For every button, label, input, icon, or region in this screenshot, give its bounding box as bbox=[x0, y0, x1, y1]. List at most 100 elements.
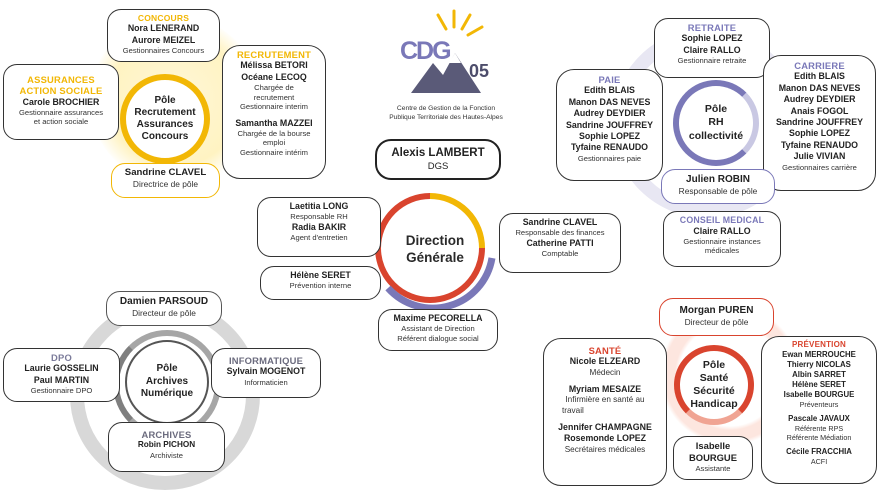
champagne-name: Jennifer CHAMPAGNE bbox=[558, 421, 652, 432]
elzeard-name: Nicole ELZEARD bbox=[569, 356, 641, 367]
carriere-name7: Tyfaine RENAUDO bbox=[780, 139, 859, 150]
pole3-hub-l3: Numérique bbox=[140, 388, 194, 400]
clavel-fin-role: Responsable des finances bbox=[515, 228, 605, 238]
fracchia-name: Cécile FRACCHIA bbox=[786, 447, 852, 457]
dpo-title: DPO bbox=[51, 352, 72, 363]
prev-name3: Albin SARRET bbox=[792, 369, 846, 379]
clavel-role: Directrice de pôle bbox=[132, 179, 199, 190]
carriere-role: Gestionnaires carrière bbox=[782, 162, 857, 172]
carriere-box: CARRIERE Edith BLAIS Manon DAS NEVES Aud… bbox=[763, 55, 876, 191]
concours-role: Gestionnaires Concours bbox=[122, 46, 205, 56]
rh-long-box: Laetitia LONG Responsable RH Radia BAKIR… bbox=[257, 197, 381, 257]
carriere-name8: Julie VIVIAN bbox=[793, 151, 846, 162]
assurances-title1: ASSURANCES bbox=[27, 74, 95, 85]
bourgue-role: Assistante bbox=[695, 464, 731, 474]
secretaires-role: Secrétaires médicales bbox=[564, 444, 646, 454]
prev-name4: Hélène SERET bbox=[792, 379, 846, 389]
logo-letters: CDG bbox=[400, 37, 452, 65]
assurances-box: ASSURANCES ACTION SOCIALE Carole BROCHIE… bbox=[3, 64, 119, 140]
conseil-medical-box: CONSEIL MEDICAL Claire RALLO Gestionnair… bbox=[663, 211, 781, 267]
prevention-title: PRÉVENTION bbox=[791, 340, 846, 349]
pole2-hub-l1: Pôle bbox=[704, 103, 728, 116]
concours-box: CONCOURS Nora LENERAND Aurore MEIZEL Ges… bbox=[107, 9, 220, 62]
paie-name5: Sophie LOPEZ bbox=[578, 130, 641, 141]
acfi-role: ACFI bbox=[810, 457, 828, 467]
seret-role: Prévention interne bbox=[289, 281, 352, 291]
archives-title: ARCHIVES bbox=[141, 429, 192, 440]
bourgue-name1: Isabelle bbox=[695, 440, 731, 451]
pole4-director-box: Morgan PUREN Directeur de pôle bbox=[659, 298, 774, 336]
recrutement-role3: Gestionnaire interim bbox=[240, 102, 308, 112]
bourgue-name2: BOURGUE bbox=[689, 452, 737, 464]
pole1-director-box: Sandrine CLAVEL Directrice de pôle bbox=[111, 163, 220, 198]
patti-role: Comptable bbox=[541, 249, 579, 259]
pole1-hub-l3: Assurances bbox=[136, 119, 194, 130]
pole2-hub-l3: collectivité bbox=[688, 129, 744, 142]
pole4-hub: Pôle Santé Sécurité Handicap bbox=[674, 345, 754, 425]
paie-name4: Sandrine JOUFFREY bbox=[565, 119, 653, 130]
mazzei-role1: Chargée de la bourse bbox=[237, 129, 311, 138]
concours-title: CONCOURS bbox=[137, 13, 190, 23]
informatique-title: INFORMATIQUE bbox=[228, 355, 304, 366]
carriere-name3: Audrey DEYDIER bbox=[783, 94, 856, 105]
pole1-hub-l4: Concours bbox=[141, 131, 189, 143]
prev-name5: Isabelle BOURGUE bbox=[783, 390, 855, 400]
martin-name: Paul MARTIN bbox=[33, 374, 90, 385]
robin-name: Julien ROBIN bbox=[686, 174, 750, 185]
pecorella-name: Maxime PECORELLA bbox=[393, 313, 483, 323]
carriere-name6: Sophie LOPEZ bbox=[788, 128, 851, 139]
pecorella-role2: Référent dialogue social bbox=[397, 333, 479, 343]
mazzei-name: Samantha MAZZEI bbox=[235, 117, 313, 128]
sante-title: SANTÉ bbox=[588, 345, 622, 356]
finances-box: Sandrine CLAVEL Responsable des finances… bbox=[499, 213, 621, 273]
prev-name2: Thierry NICOLAS bbox=[787, 359, 851, 369]
recrutement-role1: Chargée de bbox=[254, 83, 294, 93]
recrutement-box: RECRUTEMENT Mélissa BETORI Océane LECOQ … bbox=[222, 45, 326, 179]
seret-prevention-box: Hélène SERET Prévention interne bbox=[260, 266, 381, 300]
pole4-hub-l4: Handicap bbox=[690, 397, 738, 410]
parsoud-name: Damien PARSOUD bbox=[119, 296, 209, 307]
gosselin-name: Laurie GOSSELIN bbox=[24, 363, 99, 374]
robin-role: Responsable de pôle bbox=[678, 186, 758, 196]
retraite-role: Gestionnaire retraite bbox=[677, 56, 747, 66]
mogenot-name: Sylvain MOGENOT bbox=[226, 366, 306, 377]
bourgue-box: Isabelle BOURGUE Assistante bbox=[673, 436, 753, 480]
pole3-hub-l1: Pôle bbox=[156, 363, 178, 375]
carriere-name2: Manon DAS NEVES bbox=[778, 82, 861, 93]
recrutement-title: RECRUTEMENT bbox=[236, 49, 312, 60]
carriere-name5: Sandrine JOUFFREY bbox=[775, 116, 863, 127]
retraite-name2: Claire RALLO bbox=[683, 44, 741, 55]
rallo-role2: médicales bbox=[704, 246, 740, 256]
preventeurs-role: Préventeurs bbox=[799, 400, 839, 410]
seret-name: Hélène SERET bbox=[290, 270, 351, 280]
mazzei-role3: Gestionnaire intérim bbox=[240, 147, 308, 157]
mazzei-role2: emploi bbox=[262, 138, 286, 148]
pole1-hub: Pôle Recrutement Assurances Concours bbox=[120, 74, 210, 164]
puren-name: Morgan PUREN bbox=[679, 305, 754, 316]
javaux-name: Pascale JAVAUX bbox=[788, 414, 850, 424]
laetitia-name: Laetitia LONG bbox=[289, 201, 349, 211]
rosemonde-name: Rosemonde LOPEZ bbox=[563, 433, 647, 444]
informatique-box: INFORMATIQUE Sylvain MOGENOT Informatici… bbox=[211, 348, 321, 398]
mesaize-name: Myriam MESAIZE bbox=[568, 383, 642, 394]
paie-name3: Audrey DEYDIER bbox=[573, 108, 646, 119]
dgs-box: Alexis LAMBERT DGS bbox=[375, 139, 501, 180]
retraite-name1: Sophie LOPEZ bbox=[681, 33, 743, 44]
assurances-title2: ACTION SOCIALE bbox=[19, 85, 103, 97]
pole1-hub-l2: Recrutement bbox=[134, 106, 196, 118]
parsoud-role: Directeur de pôle bbox=[132, 308, 196, 318]
paie-name1: Edith BLAIS bbox=[584, 85, 635, 96]
rallo-name: Claire RALLO bbox=[693, 225, 751, 236]
pole3-director-box: Damien PARSOUD Directeur de pôle bbox=[106, 291, 222, 326]
sante-box: SANTÉ Nicole ELZEARD Médecin Myriam MESA… bbox=[543, 338, 667, 486]
javaux-role2: Référente Médiation bbox=[786, 433, 852, 443]
pole2-hub-l2: RH bbox=[708, 116, 724, 129]
pecorella-box: Maxime PECORELLA Assistant de Direction … bbox=[378, 309, 498, 351]
rallo-role1: Gestionnaire instances bbox=[683, 236, 761, 246]
retraite-box: RETRAITE Sophie LOPEZ Claire RALLO Gesti… bbox=[654, 18, 770, 78]
laetitia-role: Responsable RH bbox=[290, 212, 348, 222]
paie-box: PAIE Edith BLAIS Manon DAS NEVES Audrey … bbox=[556, 69, 663, 181]
lenerand-name: Nora LENERAND bbox=[127, 23, 200, 34]
archives-box: ARCHIVES Robin PICHON Archiviste bbox=[108, 422, 225, 472]
mesaize-role2: travail bbox=[562, 405, 584, 415]
